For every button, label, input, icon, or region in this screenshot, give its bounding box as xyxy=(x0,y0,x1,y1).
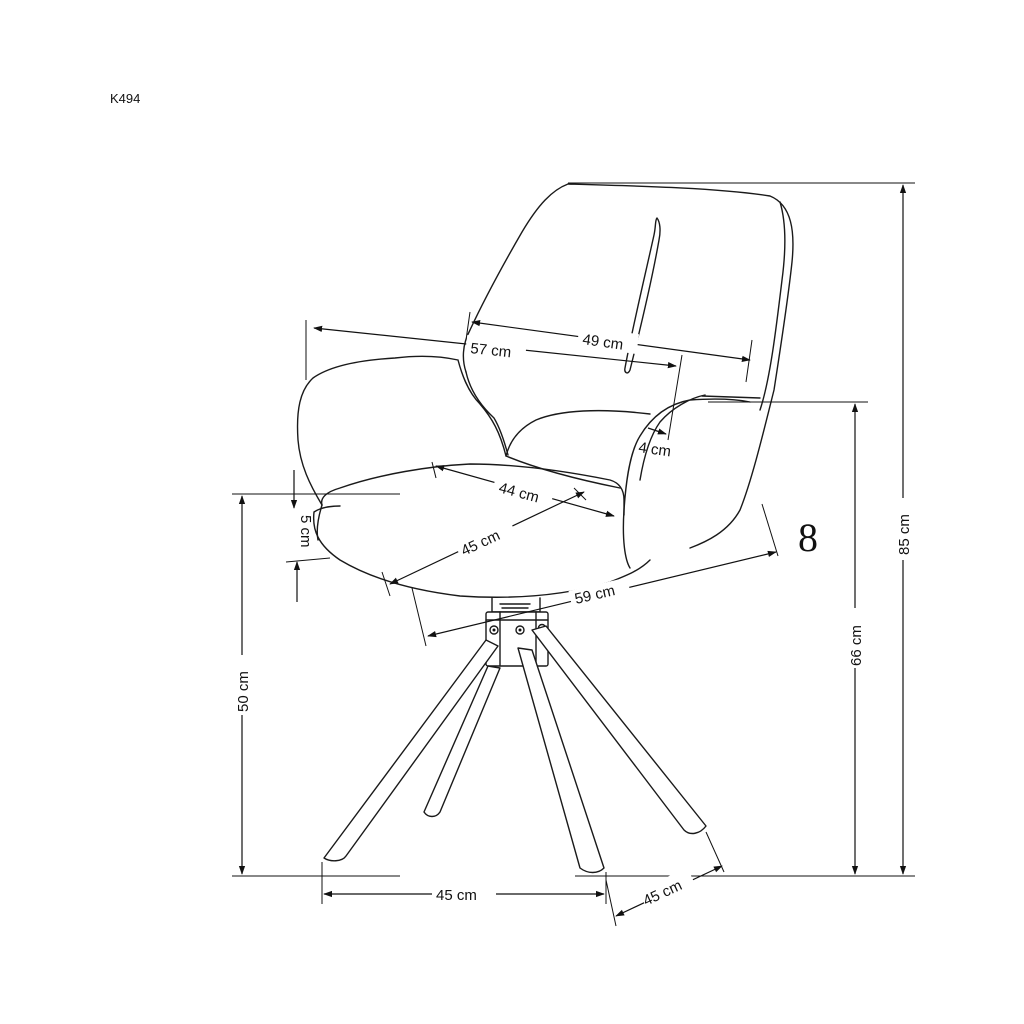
bolt-center-icon xyxy=(492,628,496,632)
leg-front-left xyxy=(323,639,499,862)
label-base-width: 45 cm xyxy=(436,887,477,904)
label-mask xyxy=(576,325,640,355)
label-seat-thickness: 5 cm xyxy=(297,515,314,548)
label-overall-width: 57 cm xyxy=(470,340,512,361)
right-armrest xyxy=(622,394,751,569)
dim-armrest-thickness xyxy=(647,427,667,435)
right-armrest-top xyxy=(701,395,761,399)
ext-line-base-depth-back xyxy=(705,831,725,873)
label-mask xyxy=(432,884,496,904)
label-mask xyxy=(452,514,516,558)
backrest-inner-edge xyxy=(759,201,786,411)
label-mask xyxy=(568,577,632,611)
ext-line-seat-bottom xyxy=(285,557,331,563)
label-armrest-height: 66 cm xyxy=(848,625,865,666)
chair-illustration xyxy=(296,183,794,874)
leg-front-right xyxy=(517,647,605,874)
leg-back-left xyxy=(423,665,501,818)
ext-line-depth-front xyxy=(381,571,391,597)
swivel-plate xyxy=(491,597,541,613)
label-mask xyxy=(638,867,696,909)
ext-line-back-left xyxy=(465,311,471,341)
ext-line-base-depth-front xyxy=(605,879,617,927)
ext-line-back-right xyxy=(745,339,753,383)
label-total-height: 85 cm xyxy=(896,514,913,555)
dimension-lines: 85 cm 66 cm 50 cm 5 cm 57 cm 49 cm 4 cm xyxy=(232,182,915,927)
ext-line-seat-left xyxy=(431,461,437,479)
bolt-center-icon xyxy=(518,628,522,632)
left-armrest xyxy=(296,355,509,506)
label-mask xyxy=(233,655,251,715)
model-code: K494 xyxy=(110,91,141,106)
label-armrest-thickness: 4 cm xyxy=(637,439,672,460)
inner-back-cushion xyxy=(505,409,651,489)
label-mask xyxy=(894,498,912,560)
turn-mark: 8 xyxy=(798,515,818,560)
label-seat-height: 50 cm xyxy=(235,671,252,712)
swivel-plate-inner xyxy=(499,603,531,609)
ext-line-overall-depth-back xyxy=(761,503,779,557)
label-mask xyxy=(846,608,864,668)
ext-line-width-right xyxy=(667,354,683,441)
seat-top xyxy=(320,463,625,516)
ext-line-overall-depth-front xyxy=(411,587,427,647)
backrest-stitch xyxy=(624,217,661,374)
label-back-width: 49 cm xyxy=(581,331,624,354)
leg-back-right xyxy=(531,625,707,835)
